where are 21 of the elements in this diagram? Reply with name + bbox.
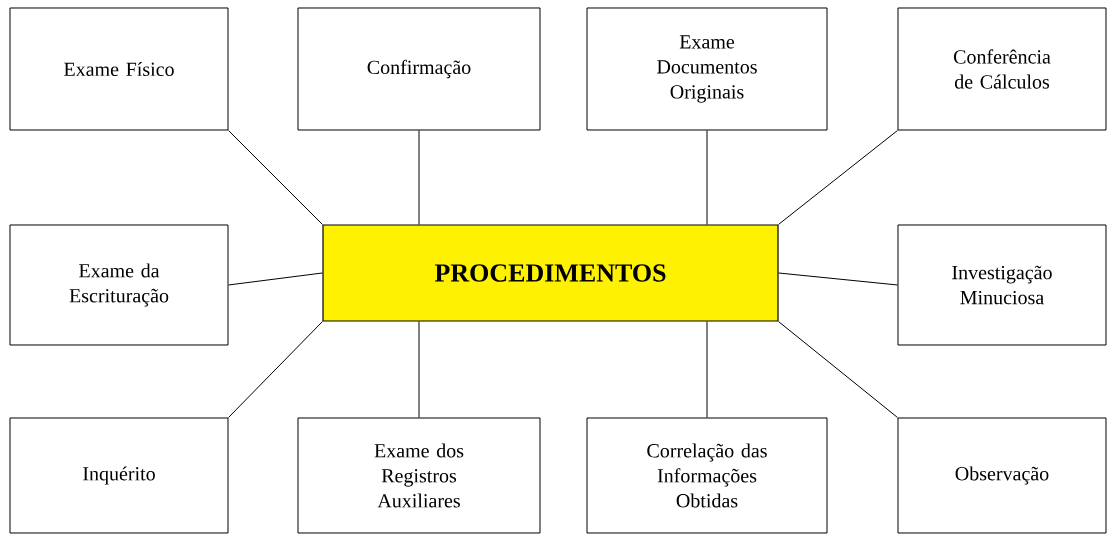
connector-line [778,130,898,225]
procedure-box: Observação [897,417,1107,534]
procedure-box: Exame da Escrituração [9,224,229,346]
procedure-box: Inquérito [9,417,229,534]
connector-line [228,272,323,286]
procedure-box: Exame Físico [9,7,229,131]
procedure-box: Conferência de Cálculos [897,7,1107,131]
procedure-box: Correlação das Informações Obtidas [586,417,828,534]
procedure-box: Confirmação [297,7,541,131]
connector-line [228,321,323,418]
procedure-box: Exame Documentos Originais [586,7,828,131]
connector-line [706,321,708,418]
connector-line [778,272,898,286]
title-box: PROCEDIMENTOS [322,224,779,322]
connector-line [706,130,708,225]
connector-line [228,130,323,225]
procedure-box: Investigação Minuciosa [897,224,1107,346]
connector-line [418,321,420,418]
connector-line [418,130,420,225]
procedure-box: Exame dos Registros Auxiliares [297,417,541,534]
connector-line [778,321,898,418]
